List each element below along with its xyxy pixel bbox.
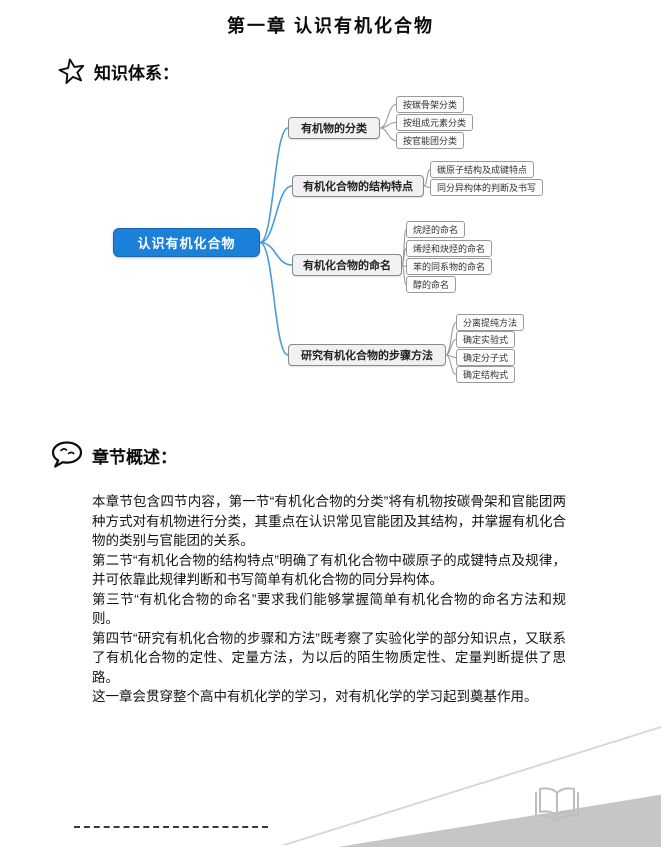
knowledge-section-heading: 知识体系： bbox=[58, 58, 179, 85]
mindmap-leaf: 按官能团分类 bbox=[396, 132, 465, 149]
page-title: 第一章 认识有机化合物 bbox=[227, 16, 434, 36]
footer-dashed-line bbox=[74, 826, 268, 828]
open-book-icon bbox=[531, 784, 583, 824]
mindmap-leaf: 烷烃的命名 bbox=[406, 221, 466, 238]
mindmap-leaf: 烯烃和炔烃的命名 bbox=[406, 240, 493, 257]
mindmap-leaf: 苯的同系物的命名 bbox=[406, 258, 493, 275]
star-icon bbox=[58, 58, 86, 85]
chapter-overview-text: 本章节包含四节内容，第一节“有机化合物的分类”将有机物按碳骨架和官能团两种方式对… bbox=[92, 492, 566, 707]
mindmap-leaf: 确定结构式 bbox=[456, 366, 516, 383]
overview-heading-label: 章节概述： bbox=[92, 447, 177, 467]
overview-paragraph: 第三节“有机化合物的命名”要求我们能够掌握简单有机化合物的命名方法和规则。 bbox=[92, 591, 566, 627]
overview-section-heading: 章节概述： bbox=[50, 440, 177, 470]
overview-paragraph: 第二节“有机化合物的结构特点”明确了有机化合物中碳原子的成键特点及规律，并可依靠… bbox=[92, 552, 566, 588]
overview-paragraph: 第四节“研究有机化合物的步骤和方法”既考察了实验化学的部分知识点，又联系了有机化… bbox=[92, 630, 566, 685]
mindmap-leaf: 按碳骨架分类 bbox=[396, 96, 465, 113]
overview-paragraph: 这一章会贯穿整个高中有机化学的学习，对有机化学的学习起到奠基作用。 bbox=[92, 689, 538, 704]
knowledge-heading-label: 知识体系： bbox=[94, 64, 179, 83]
mindmap-leaf: 确定分子式 bbox=[456, 349, 516, 366]
mindmap-leaf: 分离提纯方法 bbox=[456, 314, 525, 331]
mindmap-root-node: 认识有机化合物 bbox=[113, 228, 260, 257]
overview-paragraph: 本章节包含四节内容，第一节“有机化合物的分类”将有机物按碳骨架和官能团两种方式对… bbox=[92, 494, 566, 548]
mindmap-leaf: 同分异构体的判断及书写 bbox=[430, 179, 544, 196]
mindmap-branch-classification: 有机物的分类 bbox=[288, 117, 380, 139]
knowledge-mindmap: 认识有机化合物 有机物的分类 有机化合物的结构特点 有机化合物的命名 研究有机化… bbox=[0, 0, 661, 420]
mindmap-leaf: 碳原子结构及成键特点 bbox=[430, 161, 535, 178]
mindmap-leaf: 醇的命名 bbox=[406, 276, 457, 293]
mindmap-leaf: 确定实验式 bbox=[456, 331, 516, 348]
mindmap-leaf: 按组成元素分类 bbox=[396, 114, 474, 131]
mindmap-branch-research-methods: 研究有机化合物的步骤方法 bbox=[288, 344, 446, 366]
mindmap-branch-structure: 有机化合物的结构特点 bbox=[292, 175, 424, 197]
mindmap-branch-nomenclature: 有机化合物的命名 bbox=[292, 254, 402, 276]
speech-bubble-icon bbox=[50, 440, 84, 470]
